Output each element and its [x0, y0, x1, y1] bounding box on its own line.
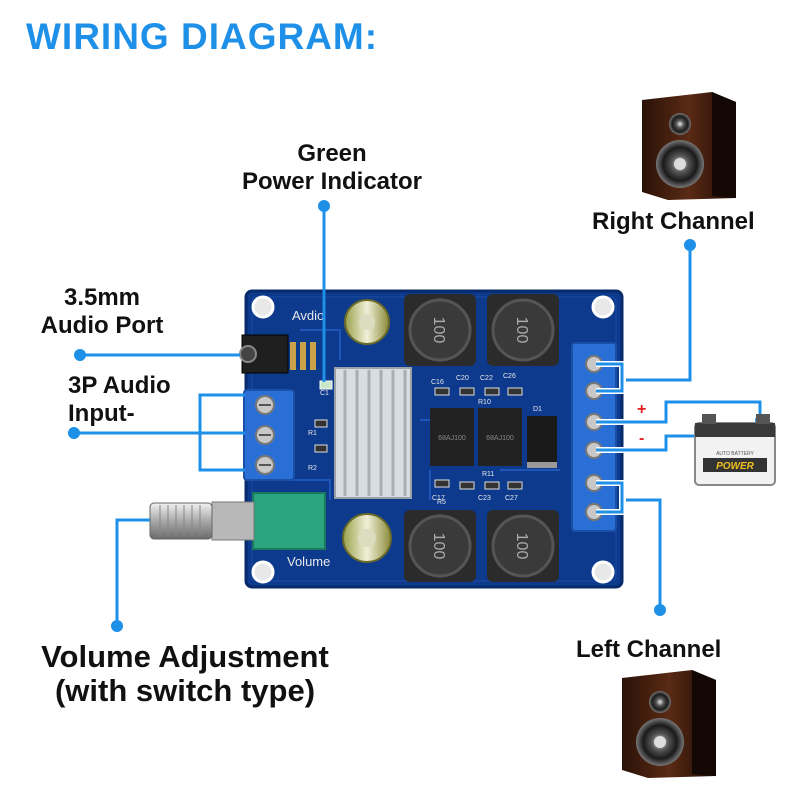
svg-text:C23: C23: [478, 495, 491, 502]
green-power-indicator-label: Green Power Indicator: [222, 140, 442, 196]
polarity-plus: +: [637, 401, 646, 418]
callout-dots: [68, 200, 696, 632]
inductor: 100: [487, 510, 559, 582]
svg-text:100: 100: [513, 533, 530, 560]
callout-lines: [74, 206, 692, 626]
page-title: WIRING DIAGRAM:: [26, 16, 379, 57]
polarity-minus: -: [639, 430, 644, 447]
speaker-wires: [596, 361, 625, 515]
output-terminal-block: [571, 342, 617, 532]
ic-chip: 68AJ100: [478, 408, 522, 466]
audio-port-line1: 3.5mm: [63, 284, 141, 311]
svg-text:C17: C17: [432, 495, 445, 502]
svg-text:R5: R5: [437, 499, 446, 506]
svg-text:C1: C1: [320, 390, 329, 397]
audio-input-label: 3P Audio Input-: [68, 372, 208, 428]
capacitor: [342, 513, 392, 563]
svg-text:C20: C20: [456, 375, 469, 382]
heatsink: [334, 367, 412, 499]
capacitor: [344, 299, 390, 345]
right-channel-label: Right Channel: [592, 208, 755, 235]
svg-text:68AJ100: 68AJ100: [486, 435, 514, 442]
svg-text:C16: C16: [431, 379, 444, 386]
volume-potentiometer: [149, 492, 326, 550]
audio-input-terminal: [243, 389, 295, 481]
svg-text:C27: C27: [505, 495, 518, 502]
svg-text:100: 100: [430, 317, 447, 344]
svg-text:R10: R10: [478, 399, 491, 406]
audio-input-line1: 3P Audio: [68, 372, 171, 399]
audio-port-line2: Audio Port: [40, 312, 164, 339]
svg-text:D1: D1: [533, 406, 542, 413]
left-channel-label: Left Channel: [576, 636, 722, 663]
amplifier-board: 100 100 100 100: [149, 289, 624, 589]
silkscreen-audio: Avdio: [292, 308, 324, 323]
svg-text:R1: R1: [308, 430, 317, 437]
diode: [527, 416, 557, 468]
battery-icon: AUTO BATTERY POWER: [694, 414, 776, 486]
svg-text:68AJ100: 68AJ100: [438, 435, 466, 442]
mounting-holes: [251, 295, 615, 584]
volume-line2: (with switch type): [54, 673, 316, 708]
battery-sublabel: AUTO BATTERY: [716, 451, 754, 457]
svg-text:R2: R2: [308, 465, 317, 472]
svg-text:100: 100: [430, 533, 447, 560]
svg-text:C26: C26: [503, 373, 516, 380]
svg-text:C22: C22: [480, 375, 493, 382]
green-power-line1: Green: [297, 140, 367, 167]
inductor: 100: [404, 294, 476, 366]
volume-adjustment-label: Volume Adjustment (with switch type): [10, 640, 360, 708]
inductor: 100: [404, 510, 476, 582]
svg-text:R11: R11: [482, 471, 494, 478]
right-speaker-icon: [642, 92, 736, 200]
svg-text:100: 100: [513, 317, 530, 344]
inductor: 100: [487, 294, 559, 366]
ic-chip: 68AJ100: [430, 408, 474, 466]
audio-jack: [239, 334, 316, 374]
battery-label: POWER: [716, 461, 755, 472]
green-power-line2: Power Indicator: [241, 168, 423, 195]
power-led: [319, 380, 333, 390]
audio-port-label: 3.5mm Audio Port: [22, 284, 182, 340]
silkscreen-volume: Volume: [287, 554, 330, 569]
volume-line1: Volume Adjustment: [41, 639, 329, 674]
left-speaker-icon: [622, 670, 716, 778]
audio-input-line2: Input-: [68, 400, 135, 427]
